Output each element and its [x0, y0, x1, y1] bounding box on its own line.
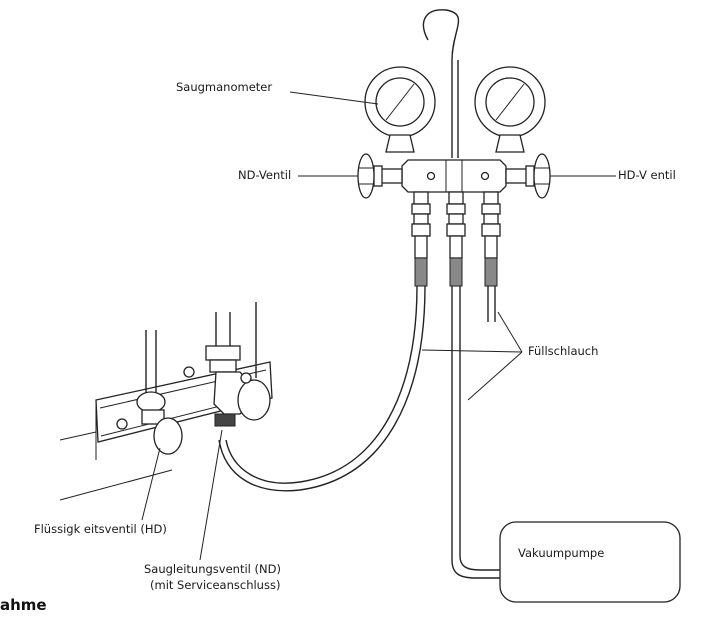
hose-fittings: [411, 191, 501, 322]
label-vakuumpumpe: Vakuumpumpe: [518, 546, 605, 560]
label-fluessigkeitsventil: Flüssigk eitsventil (HD): [34, 522, 167, 536]
heading-fragment: ahme: [0, 596, 47, 614]
suction-gauge: [364, 66, 436, 153]
label-hd-ventil: HD-V entil: [618, 168, 676, 182]
label-fuellschlauch: Füllschlauch: [528, 344, 599, 358]
label-nd-ventil: ND-Ventil: [238, 168, 292, 182]
high-pressure-gauge: [474, 66, 546, 153]
label-saugleitungsventil: Saugleitungsventil (ND): [144, 562, 281, 576]
outdoor-unit-valves: [59, 302, 273, 501]
hanger-hook: [422, 9, 460, 158]
charging-hoses: [218, 285, 500, 579]
manifold-body: [357, 153, 551, 199]
leader-lines: [141, 91, 616, 561]
label-saugmanometer: Saugmanometer: [176, 80, 273, 94]
vacuum-pump: [499, 521, 681, 603]
label-serviceanschluss: (mit Serviceanschluss): [150, 578, 281, 592]
